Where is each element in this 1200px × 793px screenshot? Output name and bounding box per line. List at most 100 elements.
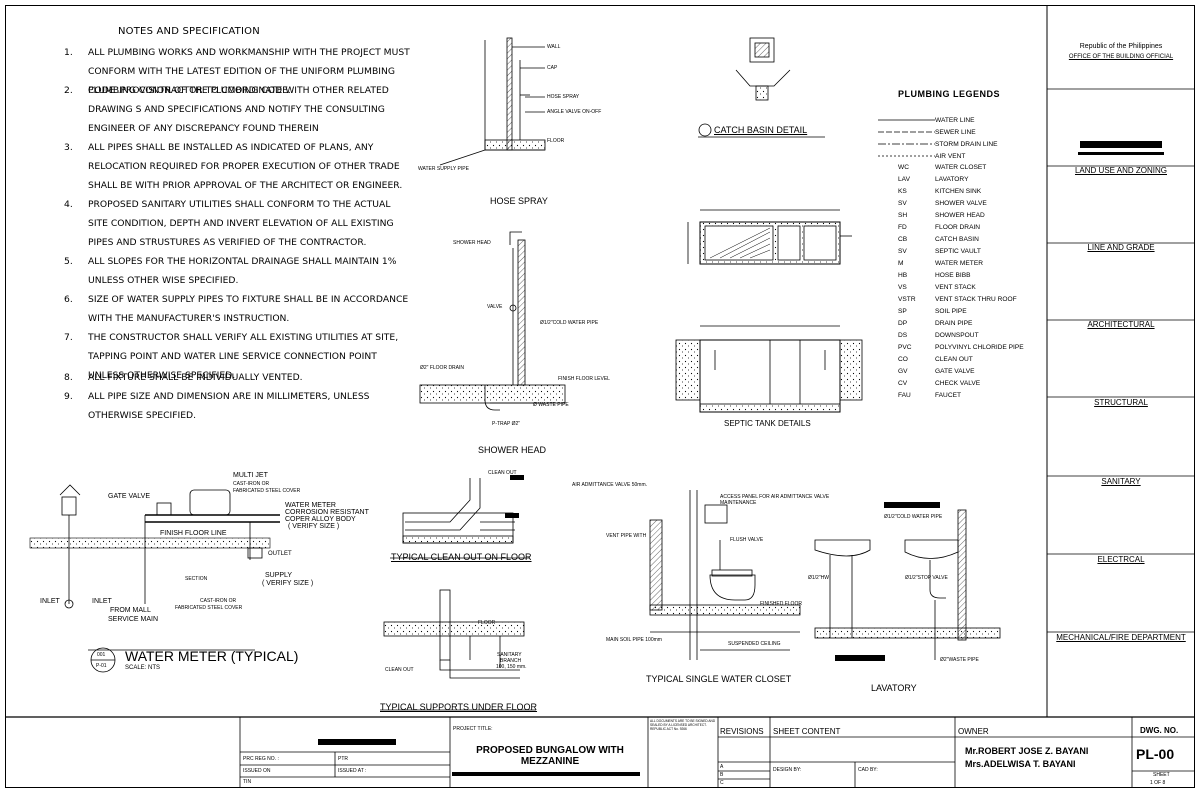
note-item: 8.ALL FIXTURE SHALL BE INDIVIDUALLY VENT… bbox=[64, 372, 303, 383]
hose-floor-label: FLOOR bbox=[547, 138, 565, 144]
project-title: PROPOSED BUNGALOW WITH MEZZANINE bbox=[476, 745, 624, 767]
wm-section: SECTION bbox=[185, 576, 208, 582]
redaction-mark bbox=[1080, 141, 1162, 148]
note-item: 1.ALL PLUMBING WORKS AND WORKMANSHIP WIT… bbox=[64, 47, 410, 96]
sheet-label: SHEET bbox=[1153, 772, 1170, 778]
sup-sanitary1: SANITARY bbox=[497, 652, 522, 658]
wm-from1: FROM MALL bbox=[110, 607, 151, 614]
prc-label: PRC REG NO. : bbox=[243, 756, 279, 762]
lav-hw: Ø1/2"HW bbox=[808, 575, 829, 581]
hose-valve-label: ANGLE VALVE ON-OFF bbox=[547, 109, 602, 115]
wm-meter2: CORROSION RESISTANT bbox=[285, 509, 369, 516]
legal-note: ALL DOCUMENTS ARE TO BE SIGNED AND SEALE… bbox=[650, 719, 716, 731]
rev-b: B bbox=[720, 772, 724, 778]
redaction-mark bbox=[1078, 152, 1164, 155]
wm-castiron: CAST-IRON OR bbox=[233, 481, 270, 487]
legend-line: SEWER LINE bbox=[935, 129, 976, 136]
section-land-use: LAND USE AND ZONING bbox=[1074, 166, 1167, 175]
sup-sanitary3: 100, 150 mm. bbox=[496, 664, 527, 670]
wc-access1: ACCESS PANEL FOR AIR ADMITTANCE VALVE bbox=[720, 494, 830, 500]
septic-caption: SEPTIC TANK DETAILS bbox=[724, 419, 811, 428]
legend-title: PLUMBING LEGENDS bbox=[898, 89, 1001, 99]
wm-meter4: ( VERIFY SIZE ) bbox=[288, 523, 340, 530]
wc-ceiling: SUSPENDED CEILING bbox=[728, 641, 781, 647]
lav-cold: Ø1/2"COLD WATER PIPE bbox=[884, 514, 943, 520]
wc-main: MAIN SOIL PIPE 100mm bbox=[606, 637, 662, 643]
note-item: 2.PLUMBING CONTRACTOR TO COORDINATE WITH… bbox=[64, 85, 389, 134]
note-item: 4.PROPOSED SANITARY UTILITIES SHALL CONF… bbox=[64, 199, 394, 248]
section-structural: STRUCTURAL bbox=[1094, 398, 1148, 407]
hose-supply-label: WATER SUPPLY PIPE bbox=[418, 166, 469, 172]
wm-inlet: INLET bbox=[40, 598, 60, 605]
lav-waste: Ø2"WASTE PIPE bbox=[940, 657, 979, 663]
section-electrical: ELECTRCAL bbox=[1097, 555, 1145, 564]
lav-stop: Ø1/2"STOP VALVE bbox=[905, 575, 948, 581]
ptr-label: PTR bbox=[338, 756, 348, 762]
owner-2: Mrs.ADELWISA T. BAYANI bbox=[965, 759, 1076, 769]
sup-floor-label: FLOOR bbox=[478, 620, 496, 626]
catch-basin-caption: CATCH BASIN DETAIL bbox=[714, 125, 808, 135]
section-architectural: ARCHITECTURAL bbox=[1087, 320, 1155, 329]
wm-fab2: FABRICATED STEEL COVER bbox=[175, 605, 243, 611]
issued-on-label: ISSUED ON bbox=[243, 768, 271, 774]
sheet-content-label: SHEET CONTENT bbox=[773, 727, 841, 736]
owner-label: OWNER bbox=[958, 727, 989, 736]
hose-spray-label: HOSE SPRAY bbox=[547, 94, 580, 100]
sheet-of: 1 OF 8 bbox=[1150, 780, 1166, 786]
water-meter-title: WATER METER (TYPICAL) bbox=[125, 648, 299, 664]
issued-at-label: ISSUED AT : bbox=[338, 768, 367, 774]
redaction-mark bbox=[318, 739, 396, 745]
office-label: OFFICE OF THE BUILDING OFFICIAL bbox=[1068, 54, 1174, 60]
shower-head-caption: SHOWER HEAD bbox=[478, 445, 547, 455]
sup-clean-label: CLEAN OUT bbox=[385, 667, 414, 673]
wm-inlet2: INLET bbox=[92, 598, 112, 605]
lavatory-caption: LAVATORY bbox=[871, 683, 917, 693]
wm-supply1: SUPPLY bbox=[265, 572, 293, 579]
rev-c: C bbox=[720, 780, 724, 786]
wm-gatevalve: GATE VALVE bbox=[108, 493, 151, 500]
wm-cast2: CAST-IRON OR bbox=[200, 598, 237, 604]
cad-by-label: CAD BY: bbox=[858, 767, 878, 773]
shower-waste-label: Ø WASTE PIPE bbox=[533, 402, 569, 408]
wm-fabcover: FABRICATED STEEL COVER bbox=[233, 488, 301, 494]
design-by-label: DESIGN BY: bbox=[773, 767, 802, 773]
wm-outlet: OUTLET bbox=[268, 551, 292, 557]
dwg-number: PL-00 bbox=[1136, 746, 1175, 762]
sup-sanitary2: BRANCH bbox=[500, 658, 522, 664]
wm-from2: SERVICE MAIN bbox=[108, 616, 159, 623]
section-sanitary: SANITARY bbox=[1101, 477, 1141, 486]
section-line-grade: LINE AND GRADE bbox=[1087, 243, 1155, 252]
wm-meter1: WATER METER bbox=[285, 502, 336, 509]
owner-1: Mr.ROBERT JOSE Z. BAYANI bbox=[965, 746, 1089, 756]
redaction-mark bbox=[884, 502, 940, 508]
wm-supply2: ( VERIFY SIZE ) bbox=[262, 580, 314, 587]
wm-num: 001 bbox=[97, 652, 106, 658]
redaction-mark bbox=[452, 772, 640, 776]
note-item: 5.ALL SLOPES FOR THE HORIZONTAL DRAINAGE… bbox=[64, 256, 397, 286]
co-label: CLEAN OUT bbox=[488, 470, 517, 476]
supports-caption: TYPICAL SUPPORTS UNDER FLOOR bbox=[380, 702, 538, 712]
wm-multijet: MULTI JET bbox=[233, 472, 268, 479]
tin-label: TIN bbox=[243, 779, 252, 785]
clean-out-caption: TYPICAL CLEAN OUT ON FLOOR bbox=[391, 552, 532, 562]
note-item: 7.THE CONSTRUCTOR SHALL VERIFY ALL EXIST… bbox=[64, 332, 399, 381]
legend-line: WATER LINE bbox=[935, 117, 975, 124]
shower-finish-label: FINISH FLOOR LEVEL bbox=[558, 376, 610, 382]
shower-cold-label: Ø1/2"COLD WATER PIPE bbox=[540, 320, 599, 326]
redaction-mark bbox=[505, 513, 519, 518]
redaction-mark bbox=[835, 655, 885, 661]
republic-label: Republic of the Philippines bbox=[1079, 43, 1163, 50]
wc-flush: FLUSH VALVE bbox=[730, 537, 764, 543]
project-title-label: PROJECT TITLE: bbox=[453, 726, 493, 732]
legend-line: AIR VENT bbox=[935, 153, 966, 160]
note-item: 3.ALL PIPES SHALL BE INSTALLED AS INDICA… bbox=[64, 142, 403, 191]
note-item: 6.SIZE OF WATER SUPPLY PIPES TO FIXTURE … bbox=[64, 294, 409, 324]
wc-access2: MAINTENANCE bbox=[720, 500, 757, 506]
hose-cap-label: CAP bbox=[547, 65, 558, 71]
redaction-mark bbox=[510, 475, 524, 480]
section-mechanical: MECHANICAL/FIRE DEPARTMENT bbox=[1056, 633, 1186, 642]
notes-title: NOTES AND SPECIFICATION bbox=[118, 26, 260, 37]
hose-wall-label: WALL bbox=[547, 44, 561, 50]
revisions-label: REVISIONS bbox=[720, 727, 764, 736]
